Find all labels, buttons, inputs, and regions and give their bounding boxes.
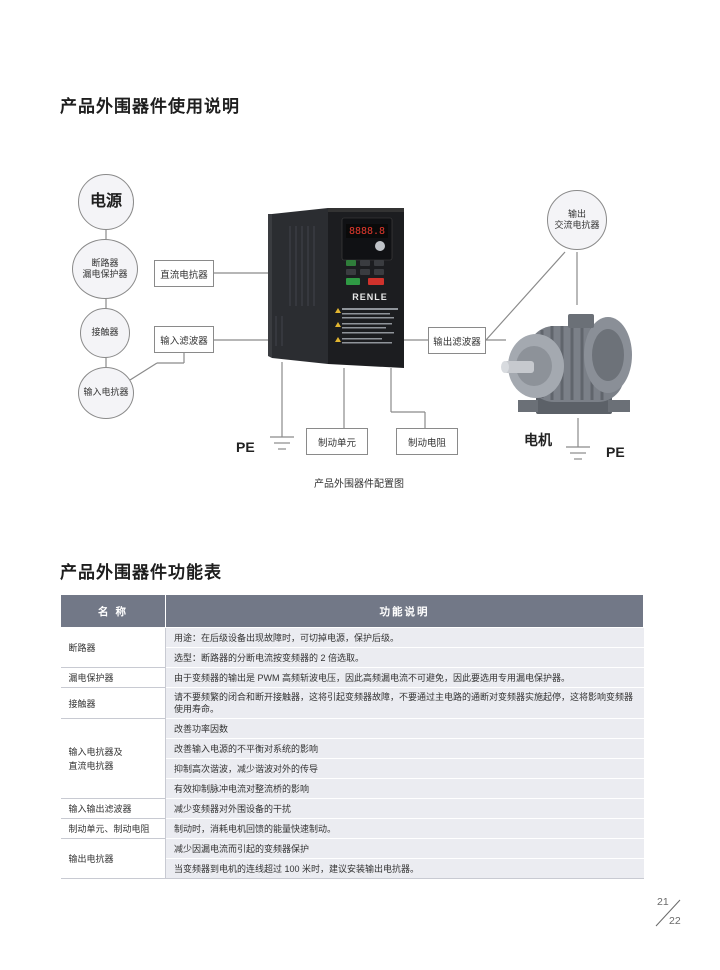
pe-label-right: PE <box>606 444 625 460</box>
contactor-circle: 接触器 <box>80 308 130 358</box>
table-row: 当变频器到电机的连线超过 100 米时，建议安装输出电抗器。 <box>61 858 644 879</box>
row-name: 输入电抗器及 直流电抗器 <box>60 718 166 799</box>
output-filter-box: 输出滤波器 <box>428 327 486 354</box>
row-name: 制动单元、制动电阻 <box>60 818 166 839</box>
table-row: 输出电抗器 减少因漏电流而引起的变频器保护 <box>60 838 644 879</box>
row-name: 漏电保护器 <box>60 667 166 688</box>
vfd-image: 8888.8 RENLE <box>268 206 404 370</box>
input-reactor-circle: 输入电抗器 <box>78 367 134 419</box>
section-title-usage: 产品外围器件使用说明 <box>60 97 240 116</box>
row-name: 接触器 <box>60 687 166 719</box>
breaker-circle: 断路器 漏电保护器 <box>72 239 138 299</box>
row-desc: 当变频器到电机的连线超过 100 米时，建议安装输出电抗器。 <box>165 858 644 879</box>
motor-image <box>498 300 638 420</box>
brake-unit-box: 制动单元 <box>306 428 368 455</box>
table-row: 输入电抗器及 直流电抗器 改善功率因数 <box>60 718 644 799</box>
diagram-caption: 产品外围器件配置图 <box>314 479 404 490</box>
table-header-row: 名 称 功能说明 <box>60 594 644 628</box>
row-desc: 改善输入电源的不平衡对系统的影响 <box>165 738 644 759</box>
table-row: 抑制高次谐波，减少谐波对外的传导 <box>61 758 644 779</box>
row-desc: 制动时，消耗电机回馈的能量快速制动。 <box>165 818 644 839</box>
vfd-display: 8888.8 <box>348 226 386 237</box>
pe-label-left: PE <box>236 439 255 455</box>
header-desc: 功能说明 <box>165 594 644 628</box>
page-number-right: 22 <box>669 915 681 927</box>
section-title-functions: 产品外围器件功能表 <box>60 563 222 582</box>
vfd-brand: RENLE <box>352 292 388 302</box>
table-row: 有效抑制脉冲电流对整流桥的影响 <box>61 778 644 799</box>
row-desc: 抑制高次谐波，减少谐波对外的传导 <box>165 758 644 779</box>
output-reactor-circle: 输出 交流电抗器 <box>547 190 607 250</box>
row-name: 断路器 <box>60 627 166 668</box>
row-desc: 有效抑制脉冲电流对整流桥的影响 <box>165 778 644 799</box>
row-desc: 减少变频器对外围设备的干扰 <box>165 798 644 819</box>
wiring-lines <box>105 229 590 460</box>
motor-label: 电机 <box>524 432 552 448</box>
row-desc: 改善功率因数 <box>165 718 644 739</box>
table-row: 接触器 请不要频繁的闭合和断开接触器，这将引起变频器故障，不要通过主电路的通断对… <box>60 687 644 719</box>
dc-reactor-box: 直流电抗器 <box>154 260 214 287</box>
row-desc: 减少因漏电流而引起的变频器保护 <box>165 838 644 859</box>
page-number-slash <box>655 899 681 927</box>
row-desc: 由于变频器的输出是 PWM 高频斩波电压，因此高频漏电流不可避免，因此要选用专用… <box>165 667 644 688</box>
table-row: 输入输出滤波器 减少变频器对外围设备的干扰 <box>60 798 644 819</box>
brake-resistor-box: 制动电阻 <box>396 428 458 455</box>
input-filter-box: 输入滤波器 <box>154 326 214 353</box>
table-row: 漏电保护器 由于变频器的输出是 PWM 高频斩波电压，因此高频漏电流不可避免，因… <box>60 667 644 688</box>
table-row: 断路器 用途：在后级设备出现故障时，可切掉电源，保护后级。 <box>60 627 644 668</box>
row-name: 输入输出滤波器 <box>60 798 166 819</box>
function-table: 名 称 功能说明 断路器 用途：在后级设备出现故障时，可切掉电源，保护后级。 选… <box>60 594 644 879</box>
row-desc: 选型：断路器的分断电流按变频器的 2 倍选取。 <box>165 647 644 668</box>
row-name: 输出电抗器 <box>60 838 166 879</box>
power-circle: 电源 <box>78 174 134 230</box>
row-desc: 用途：在后级设备出现故障时，可切掉电源，保护后级。 <box>165 627 644 648</box>
row-desc: 请不要频繁的闭合和断开接触器，这将引起变频器故障，不要通过主电路的通断对变频器实… <box>165 687 644 719</box>
table-row: 制动单元、制动电阻 制动时，消耗电机回馈的能量快速制动。 <box>60 818 644 839</box>
page-number-left: 21 <box>657 896 669 908</box>
header-name: 名 称 <box>60 594 166 628</box>
